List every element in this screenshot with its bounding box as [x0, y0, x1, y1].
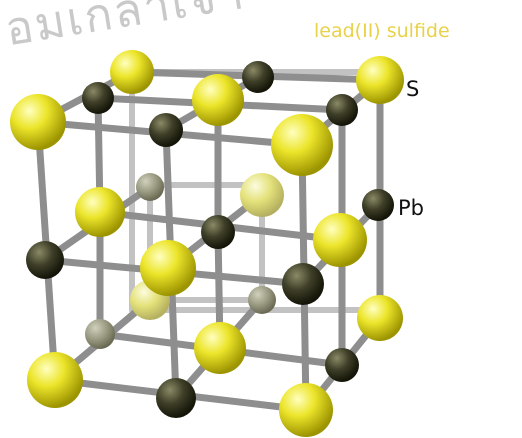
lead-atoms [26, 61, 394, 418]
back-atoms [85, 173, 284, 349]
pb-atom [26, 241, 64, 279]
pb-atom [362, 189, 394, 221]
pb-atom [82, 82, 114, 114]
s-atom [27, 352, 83, 408]
pb-atom [242, 61, 274, 93]
pb-atom [149, 113, 183, 147]
s-atom [271, 114, 333, 176]
s-atom [75, 187, 125, 237]
diagram-title: lead(II) sulfide [314, 20, 450, 42]
back-pb-atom [248, 286, 276, 314]
back-s-atom [240, 173, 284, 217]
s-atom [279, 383, 333, 437]
back-pb-atom [85, 319, 115, 349]
s-atom [140, 240, 196, 296]
pb-atom [325, 348, 359, 382]
pb-atom [326, 94, 358, 126]
lead-label: Pb [398, 196, 424, 220]
sulfur-label: S [406, 77, 420, 101]
s-atom [356, 56, 404, 104]
pb-atom [201, 215, 235, 249]
s-atom [192, 74, 244, 126]
s-atom [10, 94, 66, 150]
pb-atom [282, 263, 324, 305]
sulfur-atoms [10, 50, 404, 437]
s-atom [194, 322, 246, 374]
s-atom [110, 50, 154, 94]
back-pb-atom [136, 173, 164, 201]
s-atom [313, 213, 367, 267]
s-atom [357, 295, 403, 341]
pb-atom [156, 378, 196, 418]
